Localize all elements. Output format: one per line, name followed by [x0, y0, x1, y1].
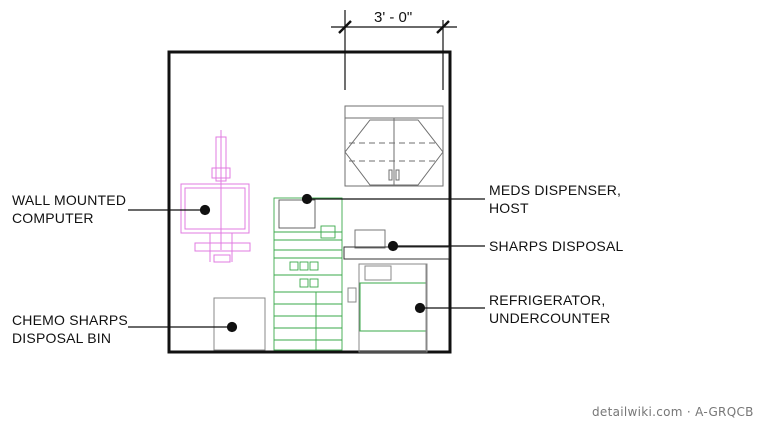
- callout-meds-dispenser: MEDS DISPENSER, HOST: [489, 181, 621, 217]
- dimension-label: 3' - 0": [374, 9, 413, 26]
- callout-line: MEDS DISPENSER,: [489, 182, 622, 198]
- source-credit: detailwiki.com · A-GRQCB: [592, 405, 754, 419]
- callout-chemo-bin: CHEMO SHARPS DISPOSAL BIN: [12, 311, 128, 347]
- callout-line: SHARPS DISPOSAL: [489, 238, 624, 254]
- meds-dispenser-graphic: [273, 197, 343, 351]
- callout-line: REFRIGERATOR,: [489, 292, 606, 308]
- leader-lines: [128, 193, 485, 333]
- callout-line: COMPUTER: [12, 210, 94, 226]
- callout-line: UNDERCOUNTER: [489, 310, 611, 326]
- callout-line: WALL MOUNTED: [12, 192, 127, 208]
- wall-computer-graphic: [180, 130, 251, 263]
- callout-line: HOST: [489, 200, 529, 216]
- callout-sharps-disposal: SHARPS DISPOSAL: [489, 237, 624, 255]
- dimension-marker: [331, 10, 457, 90]
- chemo-bin-graphic: [213, 297, 266, 351]
- callout-refrigerator: REFRIGERATOR, UNDERCOUNTER: [489, 291, 610, 327]
- callout-line: CHEMO SHARPS: [12, 312, 128, 328]
- room-outline: [167, 50, 452, 354]
- callout-line: DISPOSAL BIN: [12, 330, 112, 346]
- upper-cabinet: [344, 105, 444, 187]
- callout-wall-computer: WALL MOUNTED COMPUTER: [12, 191, 126, 227]
